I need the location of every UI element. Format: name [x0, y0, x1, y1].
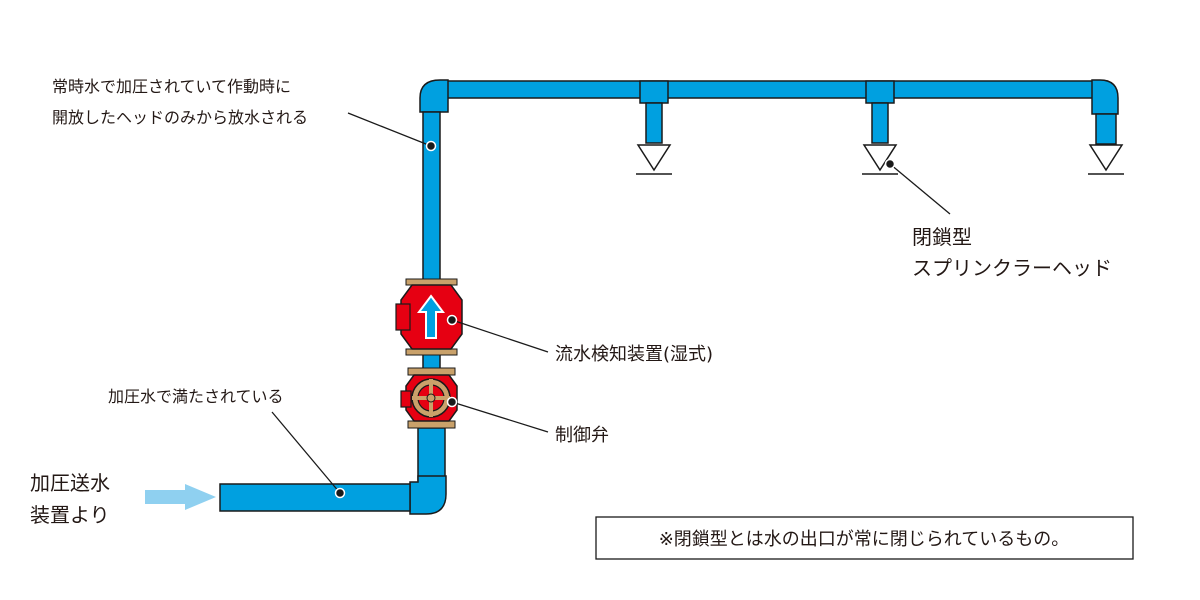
- label-pressurized-top-line2: 開放したヘッドのみから放水される: [52, 108, 308, 127]
- tee-2: [865, 80, 895, 104]
- inlet-pipe: [219, 483, 411, 512]
- note-box: [595, 516, 1134, 560]
- label-closed-head-line1: 閉鎖型: [912, 225, 972, 249]
- flow-detector-flange-bottom: [405, 348, 458, 356]
- drop-2: [871, 102, 889, 144]
- sprinkler-head-icon: [1088, 144, 1124, 175]
- control-valve-flange-top: [407, 367, 456, 376]
- label-source-line2: 装置より: [30, 503, 110, 527]
- drop-1: [645, 102, 663, 144]
- riser-lower: [417, 427, 446, 481]
- label-pressurized-top-line1: 常時水で加圧されていて作動時に: [52, 77, 291, 96]
- control-valve: [400, 367, 458, 429]
- note-text: ※閉鎖型とは水の出口が常に閉じられているもの。: [659, 529, 1070, 550]
- arrow-up-icon: [417, 294, 445, 339]
- top-pipe: [436, 80, 1108, 99]
- riser-upper: [422, 111, 441, 283]
- label-closed-head-line2: スプリンクラーヘッド: [912, 256, 1112, 280]
- label-pressurized-bottom: 加圧水で満たされている: [108, 387, 284, 406]
- tee-1: [639, 80, 669, 104]
- drop-3: [1095, 113, 1117, 145]
- control-valve-flange-bottom: [407, 420, 456, 429]
- flow-detector-side-box: [395, 303, 411, 331]
- leader-lines: [271, 112, 951, 499]
- bottom-elbow: [409, 475, 447, 515]
- sprinkler-head-icon: [862, 144, 898, 175]
- label-flow-detector: 流水検知装置(湿式): [555, 344, 713, 365]
- sprinkler-head-icon: [636, 144, 672, 175]
- label-source-line1: 加圧送水: [30, 471, 110, 495]
- arrow-right-icon: [145, 484, 216, 510]
- label-control-valve: 制御弁: [555, 425, 609, 446]
- top-left-elbow: [419, 79, 449, 113]
- flow-detector: [395, 278, 463, 356]
- flow-detector-flange-top: [405, 278, 458, 286]
- control-valve-side-box: [400, 390, 412, 408]
- top-right-elbow: [1091, 79, 1119, 115]
- handwheel-icon: [411, 378, 451, 418]
